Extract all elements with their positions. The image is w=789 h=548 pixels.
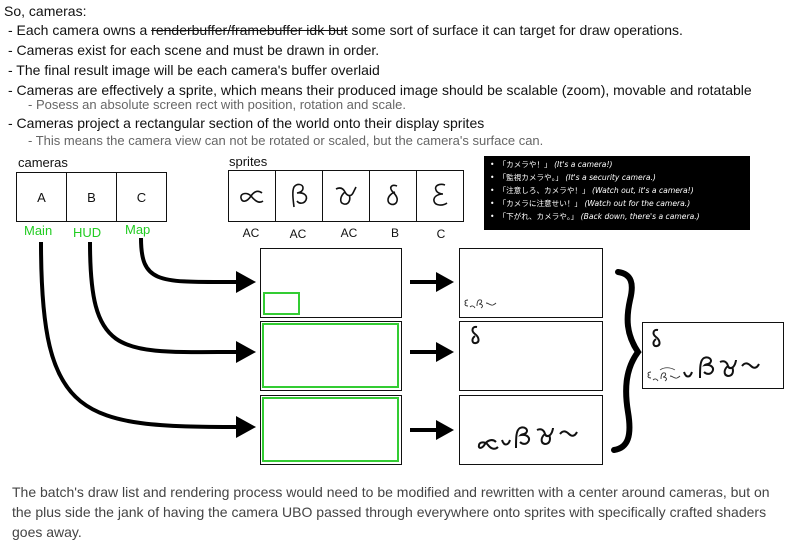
composite-glyphs	[652, 328, 760, 379]
composite-brace	[611, 269, 642, 453]
quote-line: •「監視カメラや。」 (It's a security camera.)	[490, 173, 656, 182]
arrow-hud-to-surface	[436, 342, 454, 362]
camera-name-main: Main	[24, 223, 53, 238]
camera-view-main	[260, 395, 402, 465]
sprite-cell-4	[369, 170, 416, 222]
bullet-1-prefix: - Each camera owns a	[8, 22, 152, 38]
sprite-4-cams: B	[390, 226, 399, 240]
camera-name-map: Map	[125, 222, 151, 237]
sprite-5-glyph	[433, 183, 448, 206]
sprite-3-cams: AC	[340, 226, 358, 240]
sprite-3-glyph	[335, 186, 357, 205]
arrow-map-head	[236, 271, 256, 293]
arrow-main	[39, 241, 241, 429]
sub-note-1: - Posess an absolute screen rect with po…	[28, 97, 406, 112]
bullet-1-struck: renderbuffer/framebuffer idk but	[151, 22, 348, 38]
quote-en: (It's a security camera.)	[565, 173, 656, 182]
quote-en: (Watch out, it's a camera!)	[592, 186, 694, 195]
camera-view-map	[260, 248, 402, 318]
sprite-table	[228, 170, 464, 222]
camera-surface-map	[459, 248, 603, 318]
quote-en: (Back down, there's a camera.)	[580, 212, 700, 221]
quote-box: •「カメラや！」 (It's a camera!) •「監視カメラや。」 (It…	[484, 156, 750, 230]
sprite-1-cams: AC	[242, 226, 260, 240]
main-surface-glyphs	[477, 426, 578, 450]
sprite-1-glyph	[240, 190, 264, 203]
camera-cell-b: B	[66, 172, 116, 222]
quote-line: •「下がれ、カメラや。」 (Back down, there's a camer…	[490, 212, 700, 221]
sprite-4-glyph	[387, 184, 399, 206]
camera-cell-a: A	[16, 172, 66, 222]
bullet-5: - Cameras project a rectangular section …	[8, 115, 485, 131]
sprites-label: sprites	[229, 154, 268, 169]
camera-cell-c: C	[116, 172, 167, 222]
map-surface-glyphs	[464, 299, 497, 309]
camera-surface-hud	[459, 321, 603, 391]
bullet-3: - The final result image will be each ca…	[8, 62, 380, 78]
sprite-cell-5	[416, 170, 464, 222]
quote-line: •「注意しろ、カメラや！」 (Watch out, it's a camera!…	[490, 186, 694, 195]
quote-line: •「カメラに注意せい！」 (Watch out for the camera.)	[490, 199, 691, 208]
arrow-hud	[88, 241, 241, 355]
quote-en: (Watch out for the camera.)	[584, 199, 691, 208]
camera-view-hud	[260, 321, 402, 391]
quote-jp: 「下がれ、カメラや。」	[498, 212, 579, 221]
camera-name-hud: HUD	[73, 225, 102, 240]
sprite-cell-1	[228, 170, 275, 222]
quote-jp: 「監視カメラや。」	[498, 173, 563, 182]
bullet-1: - Each camera owns a renderbuffer/frameb…	[8, 21, 683, 39]
bullet-1-suffix: some sort of surface it can target for d…	[347, 22, 683, 38]
arrow-map	[139, 237, 241, 285]
bullet-2: - Cameras exist for each scene and must …	[8, 42, 380, 58]
quote-line: •「カメラや！」 (It's a camera!)	[490, 160, 613, 169]
main-viewport-rect	[262, 397, 399, 462]
sprite-2-cams: AC	[289, 227, 307, 241]
sprite-cell-2	[275, 170, 322, 222]
bullet-4: - Cameras are effectively a sprite, whic…	[8, 82, 752, 98]
arrow-hud-head	[236, 341, 256, 363]
summary-paragraph: The batch's draw list and rendering proc…	[12, 484, 770, 540]
sprite-2-glyph	[292, 183, 308, 208]
map-viewport-rect	[263, 292, 300, 315]
heading: So, cameras:	[4, 3, 87, 19]
arrow-main-head	[236, 416, 256, 438]
quote-jp: 「注意しろ、カメラや！」	[498, 186, 590, 195]
hud-surface-glyph	[471, 325, 480, 345]
quote-en: (It's a camera!)	[554, 160, 613, 169]
hud-viewport-rect	[262, 323, 399, 388]
composite-small-glyphs	[647, 367, 681, 382]
sub-note-2: - This means the camera view can not be …	[28, 133, 544, 148]
camera-table: A B C	[16, 172, 167, 222]
quote-jp: 「カメラに注意せい！」	[498, 199, 583, 208]
cameras-label: cameras	[18, 155, 68, 170]
arrow-map-to-surface	[436, 272, 454, 292]
sprite-5-cams: C	[436, 227, 446, 241]
sprite-cell-3	[322, 170, 369, 222]
arrow-main-to-surface	[436, 420, 454, 440]
camera-surface-main	[459, 395, 603, 465]
quote-jp: 「カメラや！」	[498, 160, 552, 169]
